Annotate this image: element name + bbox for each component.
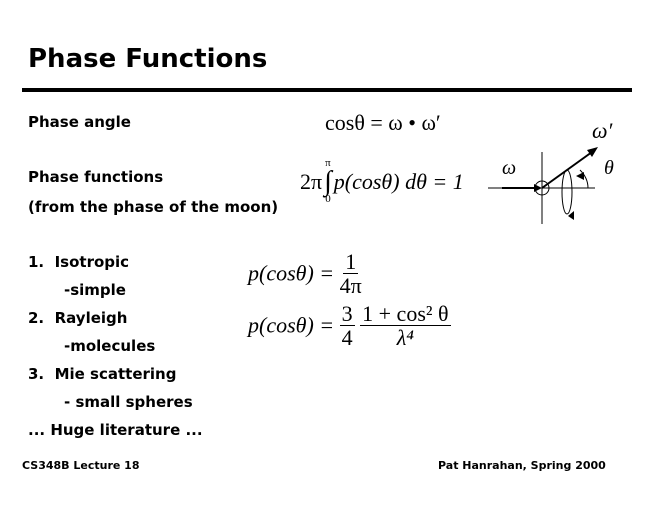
footer-author: Pat Hanrahan, Spring 2000 <box>438 459 606 472</box>
phase-angle-label: Phase angle <box>28 113 131 131</box>
list-item-2: 2. Rayleigh <box>28 309 128 327</box>
normalization-equation: 2π π ∫ 0 p(cosθ) dθ = 1 <box>300 157 464 206</box>
literature-note: ... Huge literature ... <box>28 421 203 439</box>
omega-label: ω <box>502 157 516 179</box>
phase-functions-label: Phase functions <box>28 168 164 186</box>
footer-course: CS348B Lecture 18 <box>22 459 140 472</box>
phase-functions-note: (from the phase of the moon) <box>28 198 279 216</box>
list-item-3-sub: - small spheres <box>64 393 193 411</box>
list-item-2-sub: -molecules <box>64 337 156 355</box>
list-item-1: 1. Isotropic <box>28 253 130 271</box>
slide-title: Phase Functions <box>28 44 268 74</box>
theta-label: θ <box>604 157 614 179</box>
phase-angle-diagram: ω ω′ θ <box>488 118 614 224</box>
title-divider <box>22 88 632 92</box>
omega-prime-label: ω′ <box>592 118 614 143</box>
phase-angle-equation: cosθ = ω • ω′ <box>325 110 441 135</box>
list-item-1-sub: -simple <box>64 281 126 299</box>
list-item-3: 3. Mie scattering <box>28 365 177 383</box>
